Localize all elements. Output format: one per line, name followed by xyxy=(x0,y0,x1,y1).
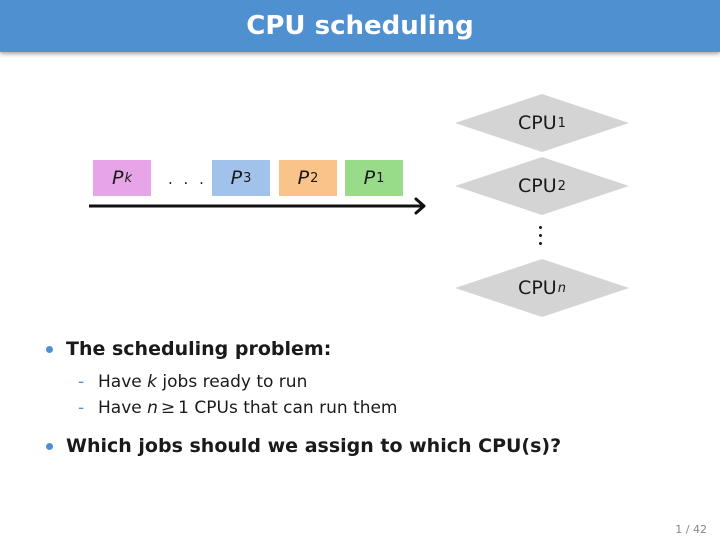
process-3-sub: 3 xyxy=(243,170,252,186)
dash-icon: - xyxy=(78,398,85,418)
process-k-sub: k xyxy=(124,170,132,186)
cpu-1-name: CPU xyxy=(518,112,557,134)
cpu-2-name: CPU xyxy=(518,175,557,197)
bullet-dot-icon xyxy=(46,346,53,353)
sub-1-post: jobs ready to run xyxy=(162,372,308,392)
process-1-letter: P xyxy=(363,167,376,189)
page-number: 1 / 42 xyxy=(675,523,707,536)
sub-2-rel: ≥ xyxy=(160,398,176,418)
cpu-n-name: CPU xyxy=(518,277,557,299)
process-1-sub: 1 xyxy=(376,170,385,186)
bullet-scheduling-problem: The scheduling problem: xyxy=(46,336,686,362)
queue-ellipsis: . . . xyxy=(168,170,207,188)
cpu-1-sub: 1 xyxy=(557,115,566,131)
slide-title: CPU scheduling xyxy=(246,11,474,41)
bullet-2-text: Which jobs should we assign to which CPU… xyxy=(66,435,562,457)
cpu-1-diamond xyxy=(455,94,629,152)
sub-2-var: n xyxy=(147,398,158,418)
cpu-2-diamond xyxy=(455,157,629,215)
cpu-2-sub: 2 xyxy=(557,178,566,194)
bullet-list: The scheduling problem: - Have k jobs re… xyxy=(46,336,686,459)
process-3-letter: P xyxy=(230,167,243,189)
sub-bullet-jobs: - Have k jobs ready to run xyxy=(46,369,686,395)
bullet-1-text: The scheduling problem: xyxy=(66,338,332,360)
sub-2-post: 1 CPUs that can run them xyxy=(178,398,398,418)
sub-1-var: k xyxy=(147,372,157,392)
bullet-question: Which jobs should we assign to which CPU… xyxy=(46,433,686,459)
bullet-dot-icon xyxy=(46,443,53,450)
sub-2-pre: Have xyxy=(98,398,142,418)
process-2-letter: P xyxy=(297,167,310,189)
cpu-vertical-ellipsis xyxy=(536,226,544,250)
title-bar: CPU scheduling xyxy=(0,0,720,52)
queue-arrow xyxy=(89,197,426,215)
sub-1-pre: Have xyxy=(98,372,142,392)
process-k-letter: P xyxy=(112,167,124,189)
process-2-sub: 2 xyxy=(310,170,319,186)
dash-icon: - xyxy=(78,372,85,392)
cpu-n-sub: n xyxy=(557,280,566,296)
sub-bullet-cpus: - Have n≥1 CPUs that can run them xyxy=(46,395,686,421)
cpu-n-diamond xyxy=(455,259,629,317)
